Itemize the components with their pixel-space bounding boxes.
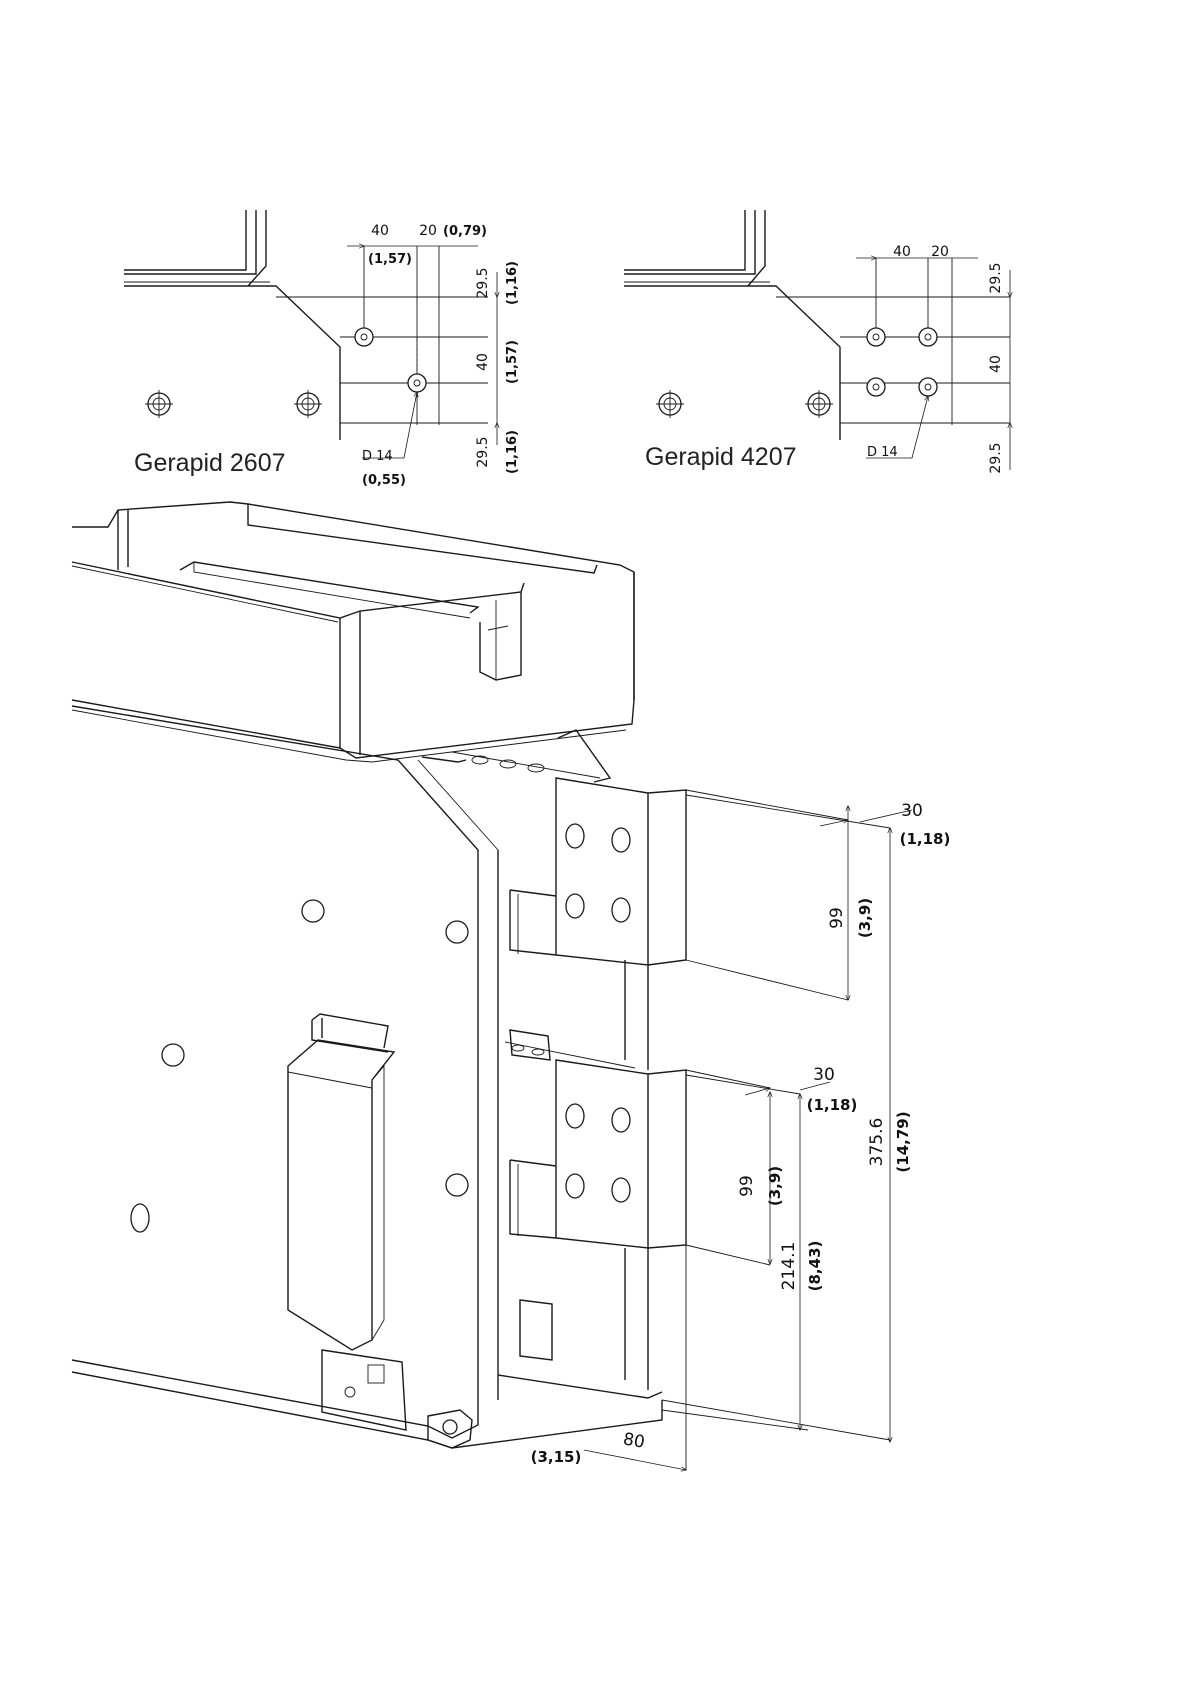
hole-icon <box>919 378 937 396</box>
dim-29-5-top-inch: (1,16) <box>505 261 520 305</box>
side-plate <box>72 706 662 1448</box>
rivet-icon <box>302 900 324 922</box>
breaker-isometric-view: 30 (1,18) 99 (3,9) 30 (1,18) 99 (3,9) 21… <box>72 502 950 1470</box>
dim-99-upper-inch: (3,9) <box>856 898 874 938</box>
dim-375-6: 375.6 <box>867 1118 887 1167</box>
dim-99-lower-inch: (3,9) <box>766 1166 784 1206</box>
dim-29-5-top: 29.5 <box>475 267 491 298</box>
bolt-hole-icon <box>566 824 584 848</box>
dim-20-inch: (0,79) <box>443 224 487 239</box>
dim-214-1: 214.1 <box>779 1242 799 1291</box>
reset-button-icon <box>345 1387 355 1397</box>
dim-40: 40 <box>371 223 389 239</box>
dim-40-vertical: 40 <box>988 355 1004 373</box>
dim-20: 20 <box>419 223 437 239</box>
hole-icon <box>867 378 885 396</box>
detail-title: Gerapid 2607 <box>134 449 286 477</box>
hole-diameter-inch: (0,55) <box>362 473 406 488</box>
dim-40-inch: (1,57) <box>368 252 412 267</box>
dim-40: 40 <box>893 244 911 260</box>
dim-30-upper: 30 <box>901 801 923 821</box>
hole-icon <box>408 374 426 392</box>
detail-gerapid-4207: 40 20 29.5 40 29.5 D 14 Gerapid 4207 <box>624 210 1010 474</box>
hole-icon <box>867 328 885 346</box>
bolt-hole-icon <box>612 1178 630 1202</box>
upper-housing <box>72 502 634 762</box>
front-module <box>288 1014 406 1430</box>
bolt-hole-icon <box>566 1174 584 1198</box>
dim-29-5-bottom-inch: (1,16) <box>505 430 520 474</box>
hole-icon <box>919 328 937 346</box>
indicator-window-icon <box>368 1365 384 1383</box>
rivet-icon <box>162 1044 184 1066</box>
rivet-icon <box>131 1204 149 1232</box>
bolt-hole-icon <box>566 1104 584 1128</box>
dim-29-5-top: 29.5 <box>988 262 1004 293</box>
hole-icon <box>355 328 373 346</box>
rivet-icon <box>446 1174 468 1196</box>
detail-gerapid-2607: 40 20 (0,79) (1,57) 29.5 (1,16) 40 (1,57… <box>124 210 520 488</box>
dim-40-vertical: 40 <box>475 353 491 371</box>
bolt-hole-icon <box>566 894 584 918</box>
bolt-hole-icon <box>612 828 630 852</box>
dim-20: 20 <box>931 244 949 260</box>
dim-375-6-inch: (14,79) <box>894 1111 912 1172</box>
mounting-hole-icon <box>443 1420 457 1434</box>
hole-diameter-label: D 14 <box>867 445 898 460</box>
detail-title: Gerapid 4207 <box>645 443 797 471</box>
dim-214-1-inch: (8,43) <box>806 1241 824 1292</box>
bolt-hole-icon <box>612 898 630 922</box>
dim-99-lower: 99 <box>737 1175 757 1197</box>
dim-30-lower: 30 <box>813 1065 835 1085</box>
dim-80-inch: (3,15) <box>531 1448 582 1466</box>
rivet-icon <box>446 921 468 943</box>
dim-29-5-bottom: 29.5 <box>475 436 491 467</box>
dim-29-5-bottom: 29.5 <box>988 442 1004 473</box>
dim-80: 80 <box>621 1429 646 1452</box>
bolt-hole-icon <box>612 1108 630 1132</box>
extension-lines <box>662 790 890 1470</box>
dim-99-upper: 99 <box>827 907 847 929</box>
lower-terminal <box>498 1060 686 1398</box>
dim-30-upper-inch: (1,18) <box>900 830 951 848</box>
dim-40-vertical-inch: (1,57) <box>505 340 520 384</box>
dim-30-lower-inch: (1,18) <box>807 1096 858 1114</box>
dimensions: 30 (1,18) 99 (3,9) 30 (1,18) 99 (3,9) 21… <box>531 801 951 1470</box>
hole-diameter-label: D 14 <box>362 449 393 464</box>
middle-parts <box>505 960 648 1070</box>
